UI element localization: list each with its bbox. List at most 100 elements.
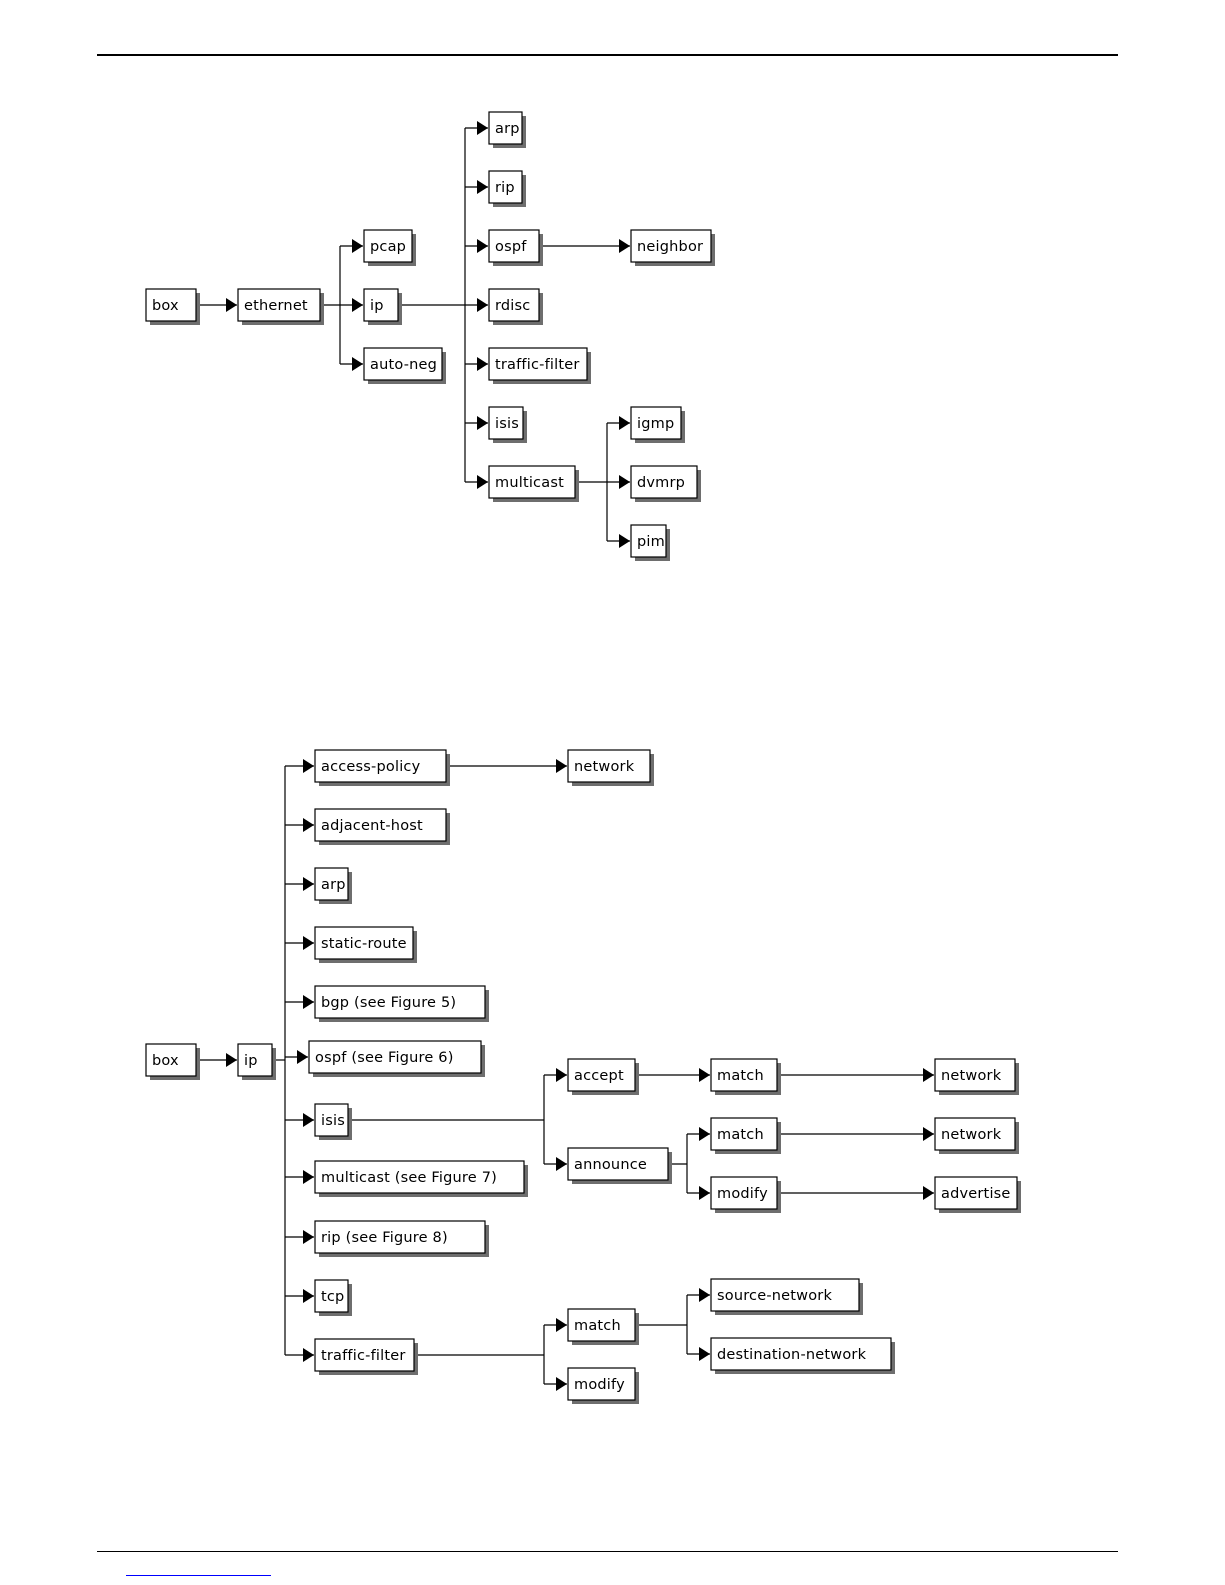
figure-b-node-label: destination-network <box>717 1347 867 1363</box>
figure-b-node-box <box>314 1103 349 1137</box>
figure-b-node-box <box>314 1338 415 1372</box>
footer-link-underline[interactable] <box>126 1575 271 1576</box>
figure-a-node-label: ospf <box>495 239 527 255</box>
figure-b-node-tf-modify: modify <box>567 1367 639 1404</box>
figure-b-edges <box>196 759 934 1391</box>
figure-a-node-label: dvmrp <box>637 475 685 491</box>
figure-a-node-pcap: pcap <box>363 229 416 266</box>
figure-b-node-label: isis <box>321 1113 345 1129</box>
figure-b-node-box <box>314 1220 486 1254</box>
figure-b-node-label: access-policy <box>321 759 421 775</box>
figure-a-node-label: arp <box>495 121 520 137</box>
figure-a-arrowhead-igmp <box>619 416 630 430</box>
figure-b-node-box <box>314 1160 525 1194</box>
figure-b-node-announce-modify: modify <box>710 1176 781 1213</box>
figure-a-node-label: pcap <box>370 239 406 255</box>
figure-b-arrowhead-access-policy <box>303 759 314 773</box>
figure-b-node-traffic-filter2: traffic-filter <box>314 1338 418 1375</box>
figure-b-node-box <box>145 1043 197 1077</box>
figure-b-arrowhead-tcp <box>303 1289 314 1303</box>
figure-b-arrowhead-tf-modify <box>556 1377 567 1391</box>
figure-b-arrowhead-ip2 <box>226 1053 237 1067</box>
figure-b-node-box <box>314 985 486 1019</box>
figure-b-arrowhead-announce-match <box>699 1127 710 1141</box>
figure-b-node-box <box>710 1117 778 1151</box>
figure-b-arrowhead-announce-modify <box>699 1186 710 1200</box>
figure-a-arrowhead-ethernet <box>226 298 237 312</box>
figure-a-node-arp: arp <box>488 111 526 148</box>
figure-b-arrowhead-isis2 <box>303 1113 314 1127</box>
figure-a-arrowhead-traffic-filter <box>477 357 488 371</box>
figure-b-node-box <box>710 1278 860 1312</box>
figure-a-node-box <box>488 465 576 499</box>
figure-b-node-destination-network: destination-network <box>710 1337 895 1374</box>
figure-b-arrowhead-announce-network <box>923 1127 934 1141</box>
figure-b-node-accept-match: match <box>710 1058 781 1095</box>
figure-b-node-isis2: isis <box>314 1103 352 1140</box>
figure-a-node-label: ip <box>370 298 384 314</box>
figure-b-node-box <box>314 749 447 783</box>
figure-b-node-box <box>710 1176 778 1210</box>
figure-b-arrowhead-rip2 <box>303 1230 314 1244</box>
figure-b-node-label: network <box>941 1127 1002 1143</box>
figure-b-node-label: bgp (see Figure 5) <box>321 995 456 1011</box>
figure-b-arrowhead-advertise <box>923 1186 934 1200</box>
figure-b-node-box <box>567 1058 636 1092</box>
figure-a-node-label: neighbor <box>637 239 703 255</box>
figure-b-node-box <box>567 1147 669 1181</box>
figure-b-node-box <box>934 1058 1016 1092</box>
figure-b-arrowhead-accept-network <box>923 1068 934 1082</box>
header-rule <box>97 54 1118 56</box>
figure-b-node-label: ip <box>244 1053 258 1069</box>
figure-a-arrowhead-pim <box>619 534 630 548</box>
figure-b-node-box <box>314 926 414 960</box>
figure-a-arrowhead-arp <box>477 121 488 135</box>
figure-a-node-dvmrp: dvmrp <box>630 465 701 502</box>
figure-b-arrowhead-ospf2 <box>297 1050 308 1064</box>
figure-a-arrowhead-multicast <box>477 475 488 489</box>
figure-a-node-label: multicast <box>495 475 564 491</box>
figure-a-node-isis: isis <box>488 406 527 443</box>
figure-a-edges <box>196 121 630 548</box>
figure-a-node-rip: rip <box>488 170 526 207</box>
figure-a-node-label: ethernet <box>244 298 308 314</box>
figure-b-arrowhead-announce <box>556 1157 567 1171</box>
figure-b-node-label: modify <box>717 1186 768 1202</box>
figure-a-node-multicast: multicast <box>488 465 579 502</box>
figure-b-node-arp2: arp <box>314 867 352 904</box>
figure-b-node-rip2: rip (see Figure 8) <box>314 1220 489 1257</box>
figure-a-node-box <box>488 111 523 145</box>
figure-b-node-label: multicast (see Figure 7) <box>321 1170 497 1186</box>
figure-b-node-box <box>934 1176 1018 1210</box>
figure-b-node-adjacent-host: adjacent-host <box>314 808 450 845</box>
figure-b-arrowhead-multicast2 <box>303 1170 314 1184</box>
figure-b-node-label: advertise <box>941 1186 1011 1202</box>
figure-b-node-box <box>567 1308 636 1342</box>
figure-b-node-accept: accept <box>567 1058 639 1095</box>
figure-a-node-box <box>488 170 523 204</box>
figure-a-node-box <box>488 288 540 322</box>
figure-b-node-label: tcp <box>321 1289 344 1305</box>
figure-b-arrowhead-ap-network <box>556 759 567 773</box>
figure-a-node-box <box>145 288 197 322</box>
figure-a-node-label: box <box>152 298 179 314</box>
figure-b-node-label: arp <box>321 877 346 893</box>
figure-a-node-label: traffic-filter <box>495 357 580 373</box>
figure-b-node-box <box>308 1040 482 1074</box>
figure-a-arrowhead-ospf <box>477 239 488 253</box>
figure-b-node-multicast2: multicast (see Figure 7) <box>314 1160 528 1197</box>
figure-b-node-box2: box <box>145 1043 200 1080</box>
figure-a-node-box <box>363 229 413 263</box>
figure-b-node-label: announce <box>574 1157 647 1173</box>
figure-b-nodes: box ip access-policy network adjacent-host ar… <box>145 749 1021 1404</box>
figure-b-node-box <box>314 867 349 901</box>
figure-b-node-tcp: tcp <box>314 1279 352 1316</box>
figure-b-arrowhead-source-network <box>699 1288 710 1302</box>
figure-a-nodes: box ethernet pcap ip auto-neg arp rip ospf neigh… <box>145 111 715 561</box>
figure-b-node-access-policy: access-policy <box>314 749 450 786</box>
figure-b-node-box <box>314 1279 349 1313</box>
figure-b-node-label: network <box>574 759 635 775</box>
figure-a-node-box: box <box>145 288 200 325</box>
figure-a-node-label: auto-neg <box>370 357 437 373</box>
figure-b-arrowhead-accept <box>556 1068 567 1082</box>
